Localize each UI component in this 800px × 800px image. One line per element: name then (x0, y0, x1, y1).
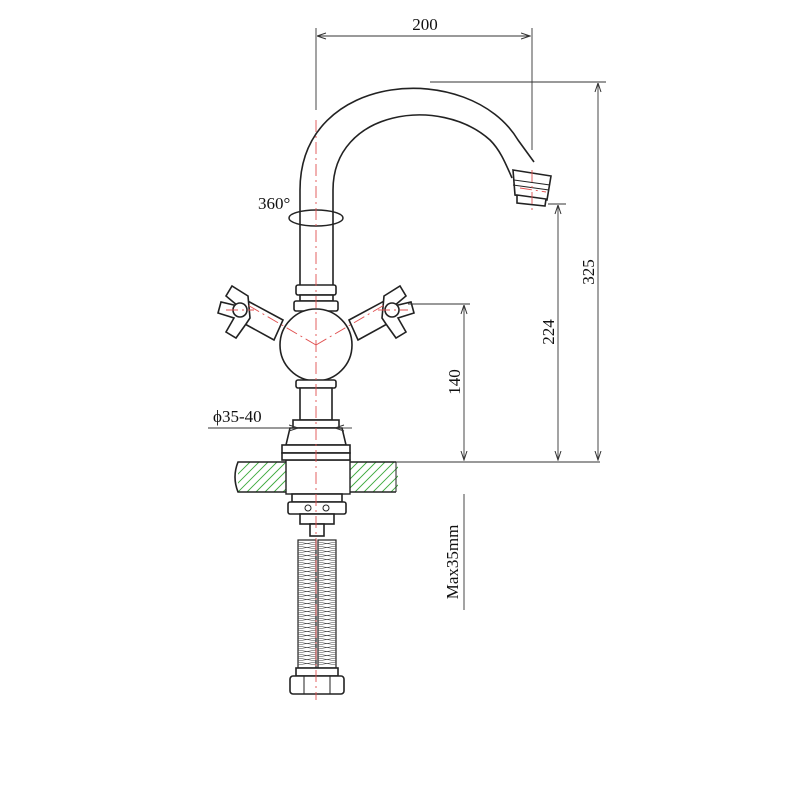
hose-braid-line (297, 633, 317, 638)
hose-braid-line (297, 561, 317, 566)
counter-thickness-label: Max35mm (443, 525, 462, 600)
hose-braid-line (317, 613, 337, 618)
hose-braid-line (317, 605, 337, 610)
hose-braid-line (297, 653, 317, 658)
supply-hoses (289, 539, 345, 695)
hatch-line (238, 462, 269, 492)
hole-diameter-label: ϕ35-40 (213, 407, 262, 426)
right-handle[interactable] (347, 284, 415, 342)
hatch-line (409, 462, 439, 492)
hose-braid-line (317, 617, 337, 622)
hatch-line (238, 462, 260, 484)
mounting-bracket (287, 493, 347, 537)
hose-braid-line (317, 633, 337, 638)
hose-braid-line (317, 597, 337, 602)
hose-braid-line (297, 549, 317, 554)
hose-braid-line (297, 545, 317, 550)
hose-braid-line (297, 657, 317, 662)
hose-braid-line (297, 553, 317, 558)
hose-braid-line (297, 637, 317, 642)
hose-braid-line (317, 589, 337, 594)
hose-braid-line (297, 557, 317, 562)
hatch-line (418, 462, 448, 492)
countertop (234, 459, 600, 495)
hose-braid-line (317, 637, 337, 642)
hose-braid-line (317, 621, 337, 626)
hose-braid-line (317, 569, 337, 574)
hose-braid-line (297, 621, 317, 626)
hose-braid-line (297, 645, 317, 650)
hose-braid-line (297, 593, 317, 598)
rotation-label: 360° (258, 194, 290, 213)
hose-braid-line (317, 629, 337, 634)
hatch-line (372, 466, 398, 492)
hose-braid-line (317, 625, 337, 630)
hatch-line (363, 462, 395, 492)
hose-braid-line (297, 569, 317, 574)
rotation-annotation: 360° (258, 194, 290, 213)
hose-braid-line (297, 605, 317, 610)
hose-braid-line (297, 589, 317, 594)
hose-braid-line (317, 649, 337, 654)
hose-braid-line (297, 641, 317, 646)
hose-braid-line (317, 561, 337, 566)
hose-braid-line (297, 609, 317, 614)
hatch-line (345, 462, 377, 492)
hose-braid-line (297, 649, 317, 654)
hose-braid-line (297, 597, 317, 602)
hose-braid-line (297, 573, 317, 578)
hatch-line (381, 475, 398, 492)
hose-braid-line (297, 601, 317, 606)
dimension-handle-height: 140 (408, 303, 470, 460)
hose-braid-line (297, 629, 317, 634)
hose-braid-line (297, 617, 317, 622)
hose-braid-line (317, 653, 337, 658)
hose-braid-line (317, 593, 337, 598)
hose-braid-line (317, 541, 337, 546)
dimension-total-height: 325 (430, 81, 606, 460)
hose-braid-line (317, 545, 337, 550)
hose-braid-line (317, 657, 337, 662)
hose-braid-line (297, 661, 317, 666)
hose-braid-line (317, 565, 337, 570)
hatch-line (354, 462, 386, 492)
hose-braid-line (317, 553, 337, 558)
dimension-outlet-height: 224 (539, 203, 566, 460)
hose-braid-line (317, 585, 337, 590)
hatch-line (255, 462, 287, 492)
hose-braid-line (297, 565, 317, 570)
centerlines (226, 120, 547, 700)
hose-braid-line (317, 609, 337, 614)
hatch-line (238, 462, 251, 475)
total-height-label: 325 (579, 259, 598, 285)
hose-braid-line (297, 577, 317, 582)
hose-braid-line (317, 573, 337, 578)
hose-braid-line (297, 625, 317, 630)
spout (299, 87, 552, 232)
hose-braid-line (297, 541, 317, 546)
spout-reach-label: 200 (412, 15, 438, 34)
hose-braid-line (317, 661, 337, 666)
dimension-spout-reach: 200 (315, 15, 533, 150)
hose-braid-line (317, 557, 337, 562)
hose-braid-line (317, 601, 337, 606)
hose-braid-line (317, 641, 337, 646)
hose-braid-line (297, 585, 317, 590)
hatch-line (246, 462, 278, 492)
dimension-hole-diameter: ϕ35-40 (208, 407, 352, 428)
hatch-line (400, 462, 430, 492)
outlet-height-label: 224 (539, 319, 558, 345)
handle-height-label: 140 (445, 369, 464, 395)
hose-braid-line (317, 645, 337, 650)
left-handle[interactable] (217, 284, 285, 342)
hose-braid-line (297, 613, 317, 618)
hose-braid-line (317, 549, 337, 554)
hose-braid-line (317, 581, 337, 586)
dimension-counter-thickness: Max35mm (443, 494, 465, 610)
hose-braid-line (297, 581, 317, 586)
hose-braid-line (317, 577, 337, 582)
